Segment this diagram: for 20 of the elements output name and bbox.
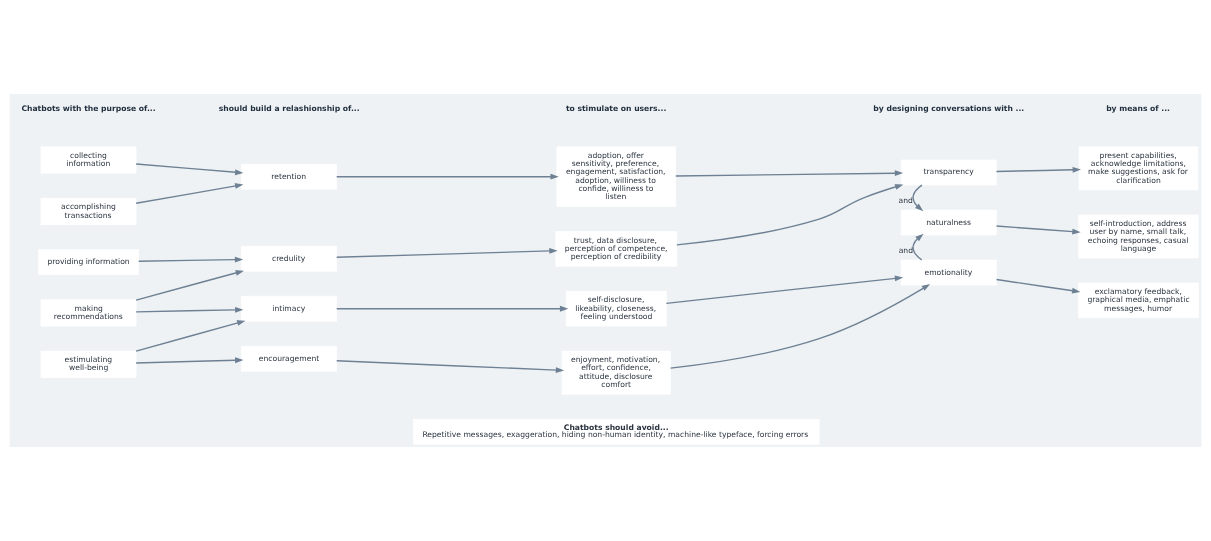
arrow (336, 173, 559, 180)
arrow (336, 360, 565, 373)
arrow (912, 184, 924, 212)
arrow (675, 170, 904, 177)
arrow (995, 225, 1081, 235)
arrow (665, 275, 904, 305)
arrow (135, 357, 244, 364)
arrow (135, 183, 244, 204)
arrow (135, 320, 246, 352)
arrow (336, 305, 569, 312)
arrow (135, 163, 244, 176)
arrow (676, 184, 904, 246)
arrow (995, 278, 1081, 294)
arrow (135, 306, 244, 313)
arrow (135, 270, 245, 301)
arrow (995, 166, 1081, 173)
arrow (669, 284, 931, 369)
arrow (336, 248, 558, 258)
arrow (137, 256, 244, 263)
arrow (912, 233, 924, 261)
